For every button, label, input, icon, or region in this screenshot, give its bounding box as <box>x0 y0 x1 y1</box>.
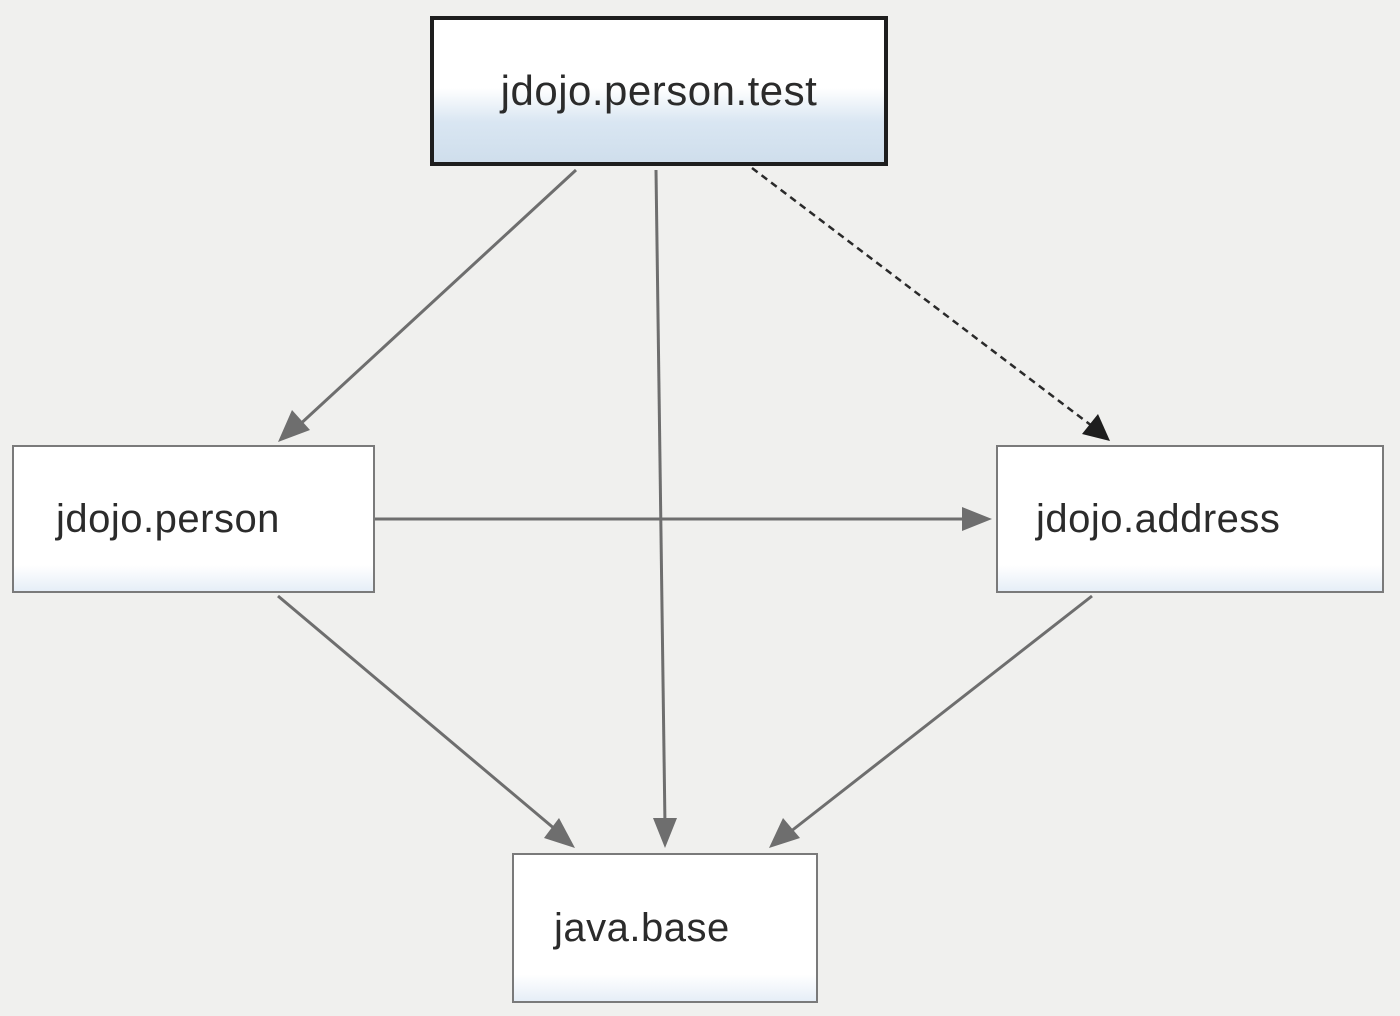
arrowhead-address-to-base <box>769 818 800 848</box>
arrowhead-test-to-person <box>278 410 310 442</box>
arrowhead-person-to-base <box>544 818 575 848</box>
edge-test-to-address-dashed <box>751 167 1093 427</box>
arrowhead-test-to-base <box>653 818 677 848</box>
arrowhead-person-to-address <box>962 507 992 531</box>
module-node-java-base: java.base <box>512 853 818 1003</box>
arrowhead-test-to-address <box>1082 414 1110 441</box>
module-label: jdojo.address <box>1036 496 1281 541</box>
edge-test-to-person <box>294 168 578 430</box>
module-node-jdojo-person: jdojo.person <box>12 445 375 593</box>
edge-address-to-base <box>789 594 1093 834</box>
module-label: jdojo.person.test <box>500 67 818 114</box>
edge-person-to-base <box>277 594 557 832</box>
module-label: java.base <box>554 905 730 950</box>
edge-test-to-base <box>654 169 667 827</box>
module-node-jdojo-address: jdojo.address <box>996 445 1384 593</box>
module-node-jdojo-person-test: jdojo.person.test <box>430 16 888 166</box>
module-label: jdojo.person <box>56 496 280 541</box>
